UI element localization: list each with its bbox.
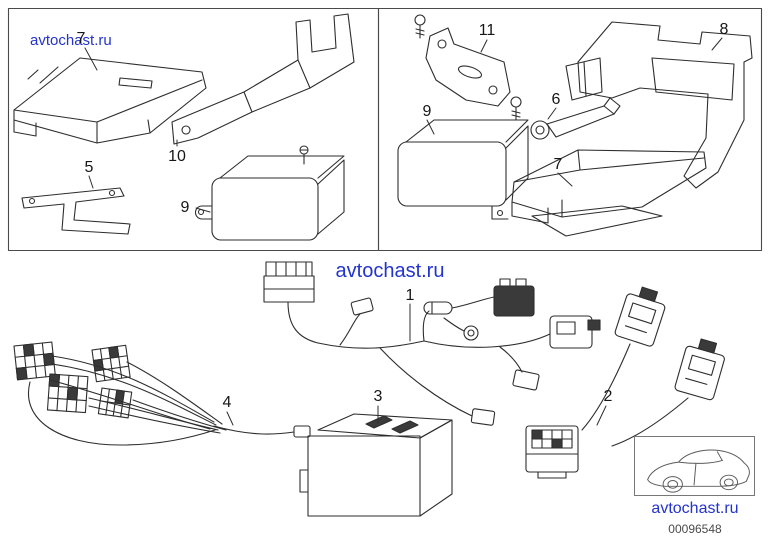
callout-10[interactable]: 10	[168, 148, 186, 165]
part-7-right-bracket	[511, 149, 707, 237]
panel-borders	[7, 7, 763, 252]
callout-8[interactable]: 8	[719, 21, 729, 38]
part-8-bracket	[565, 21, 753, 189]
watermark-link-top-left[interactable]: avtochast.ru	[30, 32, 112, 49]
part-1-harness	[263, 261, 601, 426]
part-9-right-module	[397, 119, 529, 220]
callout-2[interactable]: 2	[603, 388, 613, 405]
callout-7-left[interactable]: 7	[76, 30, 86, 47]
callout-leader-lines	[84, 37, 723, 426]
callout-9-left[interactable]: 9	[180, 199, 190, 216]
callout-1[interactable]: 1	[405, 287, 415, 304]
part-7-left-bracket	[13, 57, 207, 144]
callout-9-right[interactable]: 9	[422, 103, 432, 120]
callout-4[interactable]: 4	[222, 394, 232, 411]
callout-5[interactable]: 5	[84, 159, 94, 176]
diagram-code: 00096548	[668, 522, 722, 536]
callout-6[interactable]: 6	[551, 91, 561, 108]
part-2-connectors	[525, 286, 725, 479]
watermark-link-bottom-right[interactable]: avtochast.ru	[651, 500, 739, 517]
part-3-module	[299, 413, 453, 517]
callout-3[interactable]: 3	[373, 388, 383, 405]
part-11-bracket	[414, 14, 522, 121]
callout-11[interactable]: 11	[478, 22, 496, 39]
car-icon	[647, 449, 750, 493]
part-9-left-module	[194, 145, 345, 241]
part-5-strap	[21, 187, 131, 235]
callout-7-right[interactable]: 7	[553, 156, 563, 173]
part-4-harness	[13, 341, 311, 446]
part-6-lever	[530, 97, 621, 140]
watermark-link-center[interactable]: avtochast.ru	[335, 260, 445, 282]
part-10-bracket	[171, 13, 355, 145]
car-thumbnail[interactable]	[634, 436, 755, 496]
